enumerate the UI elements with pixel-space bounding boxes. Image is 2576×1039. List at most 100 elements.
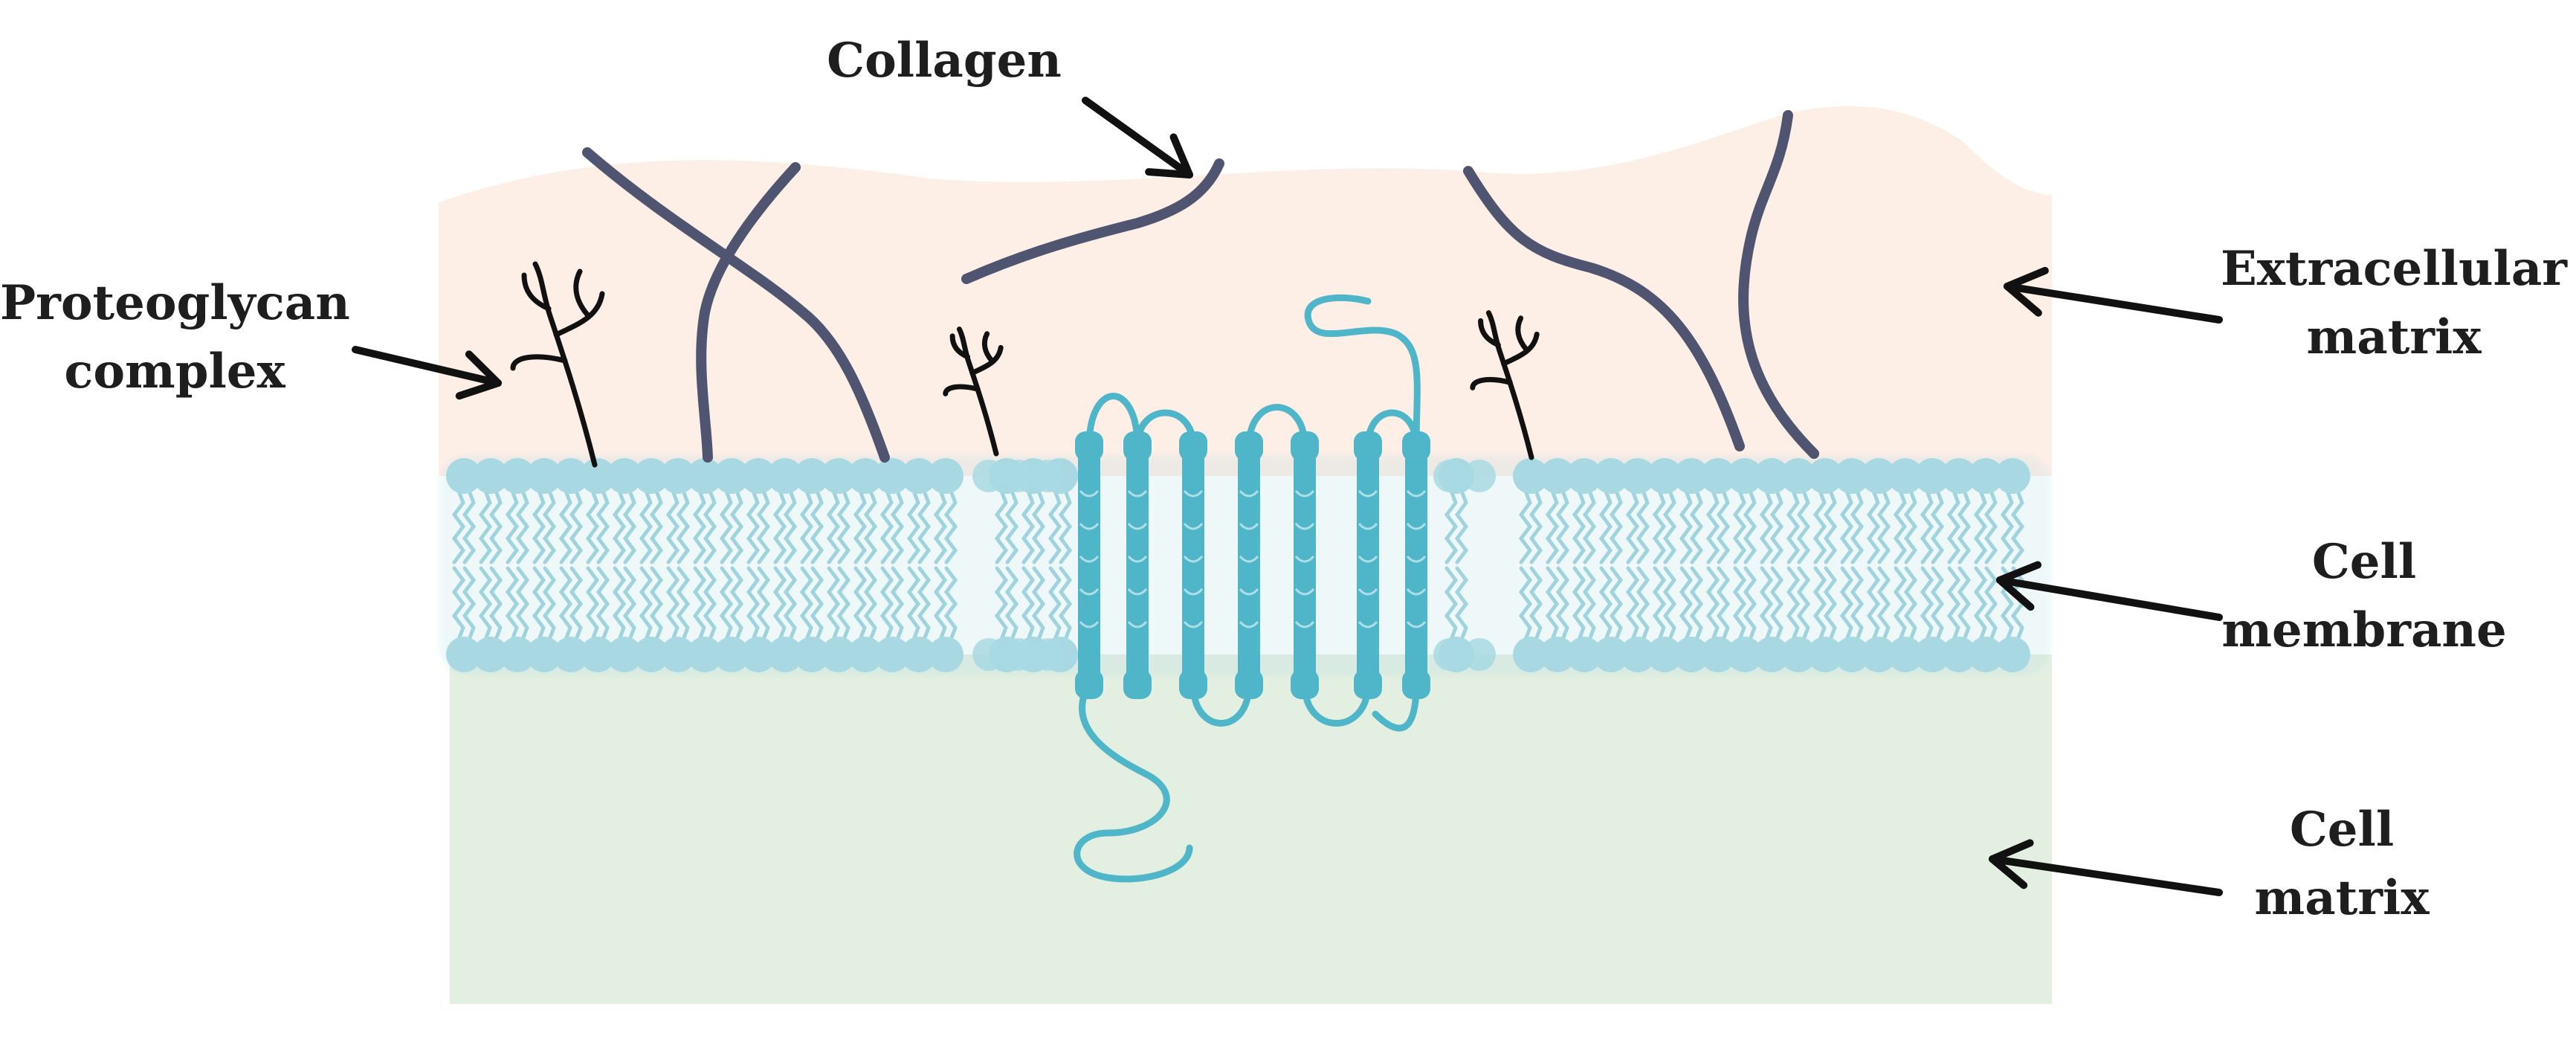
lipid-tail (532, 566, 546, 642)
collagen-fiber (1463, 166, 1745, 451)
proteoglycan-core (956, 327, 999, 457)
lipid-tail (863, 566, 878, 642)
lipid-tail (1582, 566, 1597, 642)
lipid-tail (1769, 489, 1784, 564)
proteoglycan-branch (1501, 331, 1540, 367)
lipid-tail (1823, 489, 1838, 564)
lipid-head (1540, 637, 1575, 672)
lipid-tail (1031, 566, 1046, 642)
lipid-head (1673, 458, 1709, 494)
lipid-head (740, 458, 776, 494)
lipid-head (1781, 458, 1816, 494)
lipid-tail (488, 566, 503, 642)
lipid-tail (1625, 566, 1640, 642)
lipid-tail (772, 566, 787, 642)
lipid-tail (943, 566, 958, 642)
membrane-label-line2: membrane (2221, 602, 2507, 658)
lipid-head (1941, 458, 1977, 494)
lipid-head (580, 458, 616, 494)
helix-twist (1127, 620, 1148, 628)
lipid-head (1914, 458, 1950, 494)
lipid-head (687, 458, 723, 494)
lipid-tail (879, 489, 894, 564)
lipid-tail (639, 566, 653, 642)
lipid-tail (933, 489, 948, 564)
lipid-head (473, 637, 509, 672)
lipid-tail (515, 566, 530, 642)
proteoglycan-label-line2: complex (64, 344, 285, 399)
helix-cap (1291, 669, 1319, 699)
lipid-tail (1743, 566, 1757, 642)
lipid-head (1995, 458, 2030, 494)
lipid-head (1807, 637, 1843, 672)
lipid-tail (676, 566, 691, 642)
lipid-tail (639, 489, 653, 564)
lipid-head (446, 458, 482, 494)
lipid-tail (1058, 566, 1073, 642)
helix-twist (1183, 620, 1204, 628)
helix-twist (1239, 588, 1259, 596)
lipid-head (1888, 458, 1923, 494)
lipid-head (1673, 637, 1709, 672)
helix-cap (1354, 431, 1382, 461)
lipid-head (1513, 637, 1549, 672)
helix-twist (1127, 555, 1148, 563)
cell-membrane-label: Cell membrane (2215, 528, 2513, 665)
lipid-tail (1004, 489, 1019, 564)
helix-cap (1235, 431, 1263, 461)
lipid-tail (1572, 489, 1586, 564)
lipid-tail (612, 566, 627, 642)
lipid-head (526, 458, 562, 494)
label-arrow (1082, 97, 1193, 178)
collagen-fiber (1738, 110, 1819, 459)
lipid-tail (1021, 566, 1036, 642)
lipid-head (874, 637, 910, 672)
lipid-tail (558, 566, 573, 642)
lipid-head (1647, 637, 1682, 672)
lipid-tail (1876, 489, 1891, 564)
lipid-head (633, 637, 669, 672)
cell-matrix-region (450, 654, 2052, 1004)
helix-cap (1235, 669, 1263, 699)
helix-twist (1183, 588, 1204, 596)
protein-helix (1126, 439, 1149, 692)
helix-cap (1123, 669, 1152, 699)
lipid-tail (1957, 566, 1972, 642)
lipid-head (714, 637, 749, 672)
lipid-tail (532, 489, 546, 564)
arrow-head (1145, 133, 1193, 178)
helix-twist (1127, 522, 1148, 530)
lipid-tail (1903, 489, 1918, 564)
extracellular-matrix-label: Extracellular matrix (2215, 235, 2572, 372)
lipid-tail (1957, 489, 1972, 564)
helix-twist (1239, 522, 1259, 530)
lipid-head (901, 637, 937, 672)
lipid-tail (622, 489, 637, 564)
lipid-tail (1983, 489, 1998, 564)
lipid-tail (558, 489, 573, 564)
label-arrow (2004, 266, 2223, 324)
lipid-head (500, 458, 535, 494)
lipid-tail (1850, 566, 1865, 642)
lipid-tail (1529, 566, 1543, 642)
lipid-tail (1893, 489, 1908, 564)
helix-cap (1075, 431, 1103, 461)
lipid-tail (622, 566, 637, 642)
lipid-head (1593, 637, 1629, 672)
lipid-tail (836, 566, 851, 642)
lipid-head (1888, 637, 1923, 672)
lipid-head (1566, 458, 1602, 494)
lipid-tail (1930, 489, 1945, 564)
lipid-tail (799, 566, 814, 642)
lipid-head (1463, 460, 1496, 492)
lipid-head (500, 637, 535, 672)
lipid-tail (1662, 489, 1677, 564)
lipid-head (1647, 458, 1682, 494)
lipid-head (1861, 637, 1897, 672)
lipid-head (767, 458, 803, 494)
lipid-tail (665, 489, 680, 564)
lipid-tail (1679, 489, 1694, 564)
lipid-head (1754, 637, 1789, 672)
lipid-tail (863, 489, 878, 564)
